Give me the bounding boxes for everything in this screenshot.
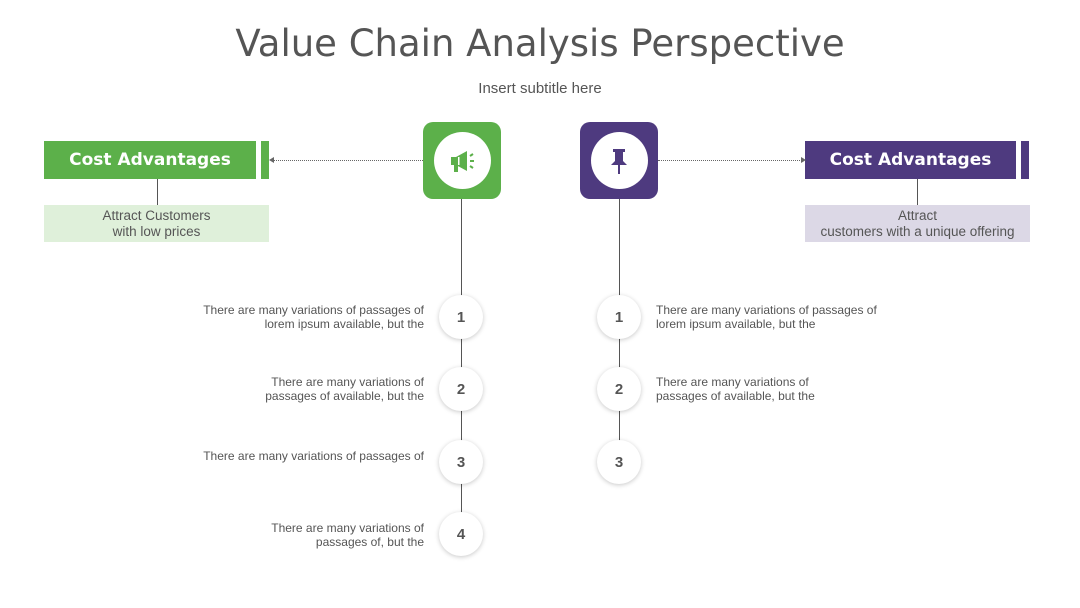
megaphone-icon (451, 150, 474, 172)
left-step-4-number: 4 (439, 512, 483, 556)
pushpin-icon (611, 148, 627, 174)
left-dotted-connector (272, 160, 423, 161)
right-heading: Cost Advantages (829, 150, 992, 170)
right-step-2-text: There are many variations of passages of… (656, 375, 815, 403)
page-title: Value Chain Analysis Perspective (235, 22, 845, 65)
left-step-2-text: There are many variations of passages of… (265, 375, 424, 403)
left-step-3-text: There are many variations of passages of (203, 449, 424, 463)
right-step-1-text: There are many variations of passages of… (656, 303, 877, 331)
right-step-2-number: 2 (597, 367, 641, 411)
left-step-3-number: 3 (439, 440, 483, 484)
right-description: Attract customers with a unique offering (820, 207, 1015, 239)
left-icon-tile (423, 122, 501, 199)
right-icon-tile (580, 122, 658, 199)
right-heading-accent (1021, 141, 1029, 179)
right-heading-connector (917, 179, 918, 205)
page-subtitle: Insert subtitle here (478, 80, 602, 97)
left-heading: Cost Advantages (69, 150, 231, 170)
left-description: Attract Customers with low prices (102, 207, 211, 239)
left-heading-bar: Cost Advantages (44, 141, 256, 179)
right-heading-bar: Cost Advantages (805, 141, 1016, 179)
left-icon-circle (433, 132, 491, 189)
left-heading-accent (261, 141, 269, 179)
right-step-3-number: 3 (597, 440, 641, 484)
right-description-box: Attract customers with a unique offering (805, 205, 1030, 242)
left-step-1-text: There are many variations of passages of… (203, 303, 424, 331)
left-arrow-head (269, 157, 274, 163)
right-step-1-number: 1 (597, 295, 641, 339)
left-step-4-text: There are many variations of passages of… (271, 521, 424, 549)
right-dotted-connector (658, 160, 802, 161)
right-arrow-head (801, 157, 806, 163)
left-step-1-number: 1 (439, 295, 483, 339)
left-description-box: Attract Customers with low prices (44, 205, 269, 242)
left-step-2-number: 2 (439, 367, 483, 411)
left-heading-connector (157, 179, 158, 205)
right-icon-circle (590, 132, 648, 189)
